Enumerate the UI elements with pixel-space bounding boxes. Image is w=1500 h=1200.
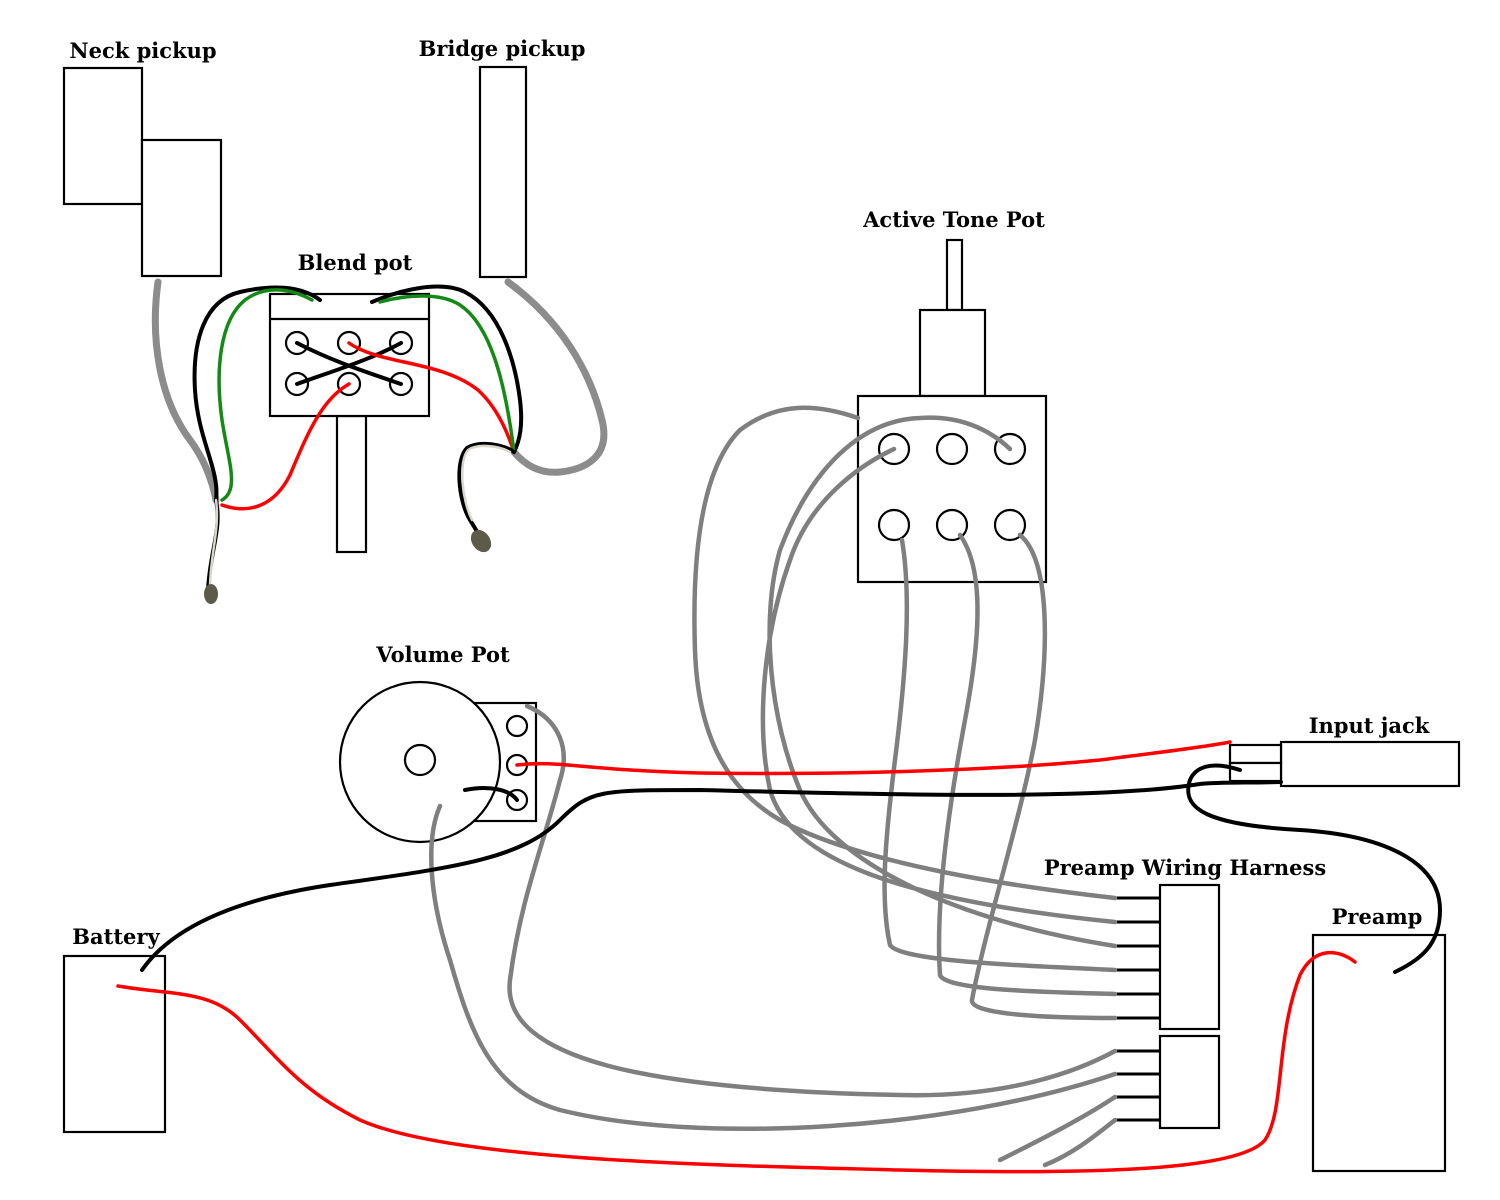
preamp-wiring-harness-label: Preamp Wiring Harness [1044,855,1326,880]
battery-ground-black [140,780,1283,972]
neck-pickup-cable [151,278,220,504]
battery [62,954,167,1134]
jack-to-preamp-black [1186,763,1442,974]
harness-connector-lower [1158,1034,1221,1130]
preamp [1311,933,1447,1173]
input-jack-sleeve-lug [1228,761,1283,783]
neck-lead-black [192,285,322,502]
neck-lead-green [217,288,314,502]
tone-pot-body [856,394,1048,584]
bridge-pickup-label: Bridge pickup [419,36,586,61]
volume-pot-lug [505,714,529,738]
input-jack-body [1279,740,1461,788]
neck-pickup-label: Neck pickup [69,38,216,63]
tone-pot-lug [935,432,969,466]
tone-wire-gray [882,537,1118,973]
harness-connector-upper [1158,883,1221,1031]
blend-pot-label: Blend pot [298,250,413,275]
tone-pot-lug [877,508,911,542]
battery-to-preamp-red [116,950,1357,1174]
bridge-shield-wire-inner [461,444,512,522]
input-jack [1228,740,1461,788]
volume-pot-label: Volume Pot [375,642,510,667]
tone-wire-gray [936,532,1118,997]
bridge-pickup [478,65,528,279]
tone-wire-gray [767,415,1118,949]
volume-to-jack-red [515,740,1232,776]
input-jack-tip-lug [1228,743,1283,765]
neck-lead-red [220,382,351,511]
volume-pot-shaft [403,743,437,777]
bridge-lead-black [370,284,524,454]
battery-label: Battery [72,924,160,949]
blend-pot-shaft [335,414,368,554]
preamp-label: Preamp [1332,904,1423,929]
active-tone-pot-label: Active Tone Pot [862,207,1045,232]
harness-wire-gray [1042,1117,1118,1168]
tone-wire-gray [969,532,1118,1021]
neck-shield-wire-inner [208,498,219,590]
blend-pot [268,292,431,554]
bridge-shield-wire [457,441,516,542]
volume-ground-black [463,786,519,802]
tone-pot-bushing [918,308,987,398]
tone-pot-lug [935,508,969,542]
active-tone-pot [856,238,1048,584]
volume-pot [338,680,538,844]
harness-wire-gray [997,1094,1118,1163]
tone-pot-lug [993,508,1027,542]
blend-wire-red [347,341,516,454]
preamp-wiring-harness [1115,883,1221,1130]
bridge-lead-green [378,294,516,454]
neck-pickup-coil-2 [140,138,223,278]
tone-pot-shaft [945,238,964,312]
neck-wire-end [204,584,218,604]
input-jack-label: Input jack [1309,713,1430,738]
neck-pickup-coil-1 [62,66,144,206]
volume-wire-gray [429,803,1118,1132]
volume-wire-gray [507,703,1118,1098]
bridge-wire-end [470,529,492,553]
tone-wire-gray [692,405,1118,901]
neck-pickup [62,66,223,278]
bridge-pickup-cable [504,278,608,476]
blend-jumper-black [295,341,403,386]
